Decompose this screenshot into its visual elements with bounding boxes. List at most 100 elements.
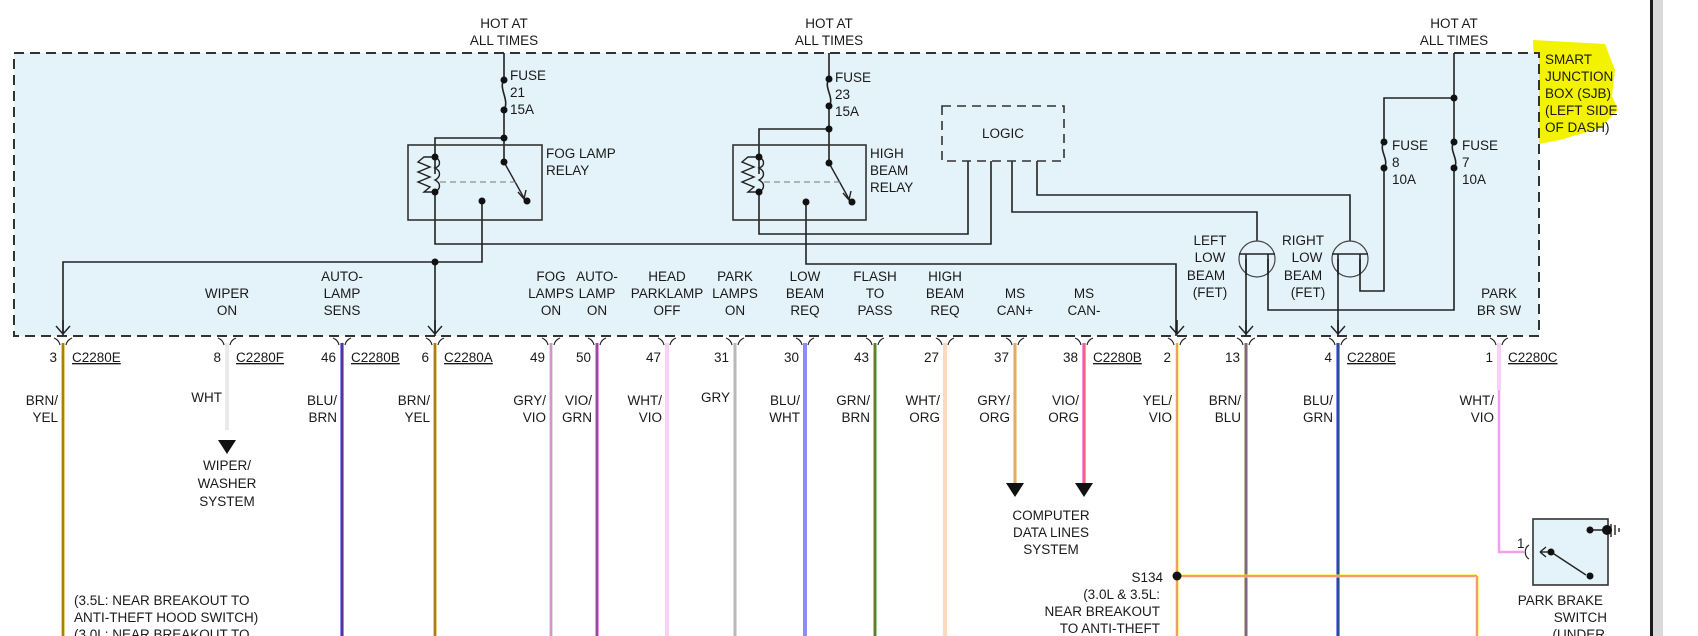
internal-wiring [62, 53, 1457, 336]
connector-terminal-icon [657, 337, 677, 346]
connector-terminal-icon [1328, 337, 1348, 346]
connector-id[interactable]: C2280E [1347, 350, 1396, 365]
wire-color-label: BRN/YEL [398, 393, 431, 425]
connector-terminal-icon [1005, 337, 1025, 346]
connector-terminal-icon [1236, 337, 1256, 346]
pin-number: 43 [854, 350, 869, 365]
connector-terminal-icon [1167, 337, 1187, 346]
pin-number: 37 [994, 350, 1009, 365]
right-low-beam-fet [1331, 240, 1369, 278]
pin-3: 3 C2280E BRN/YEL [26, 320, 121, 636]
wire-color-label: BRN/BLU [1209, 393, 1242, 425]
pin-number: 3 [49, 350, 57, 365]
pin-6: 6 C2280A BRN/YEL [398, 320, 493, 636]
pin-number: 6 [421, 350, 429, 365]
wire-color-label: GRY/VIO [513, 393, 546, 425]
wire-color-label: GRY [701, 390, 730, 405]
wire-color-label: BRN/YEL [26, 393, 59, 425]
pin-number: 50 [576, 350, 591, 365]
connector-terminal-icon [332, 337, 352, 346]
pin-number: 4 [1324, 350, 1332, 365]
connector-id[interactable]: C2280C [1508, 350, 1558, 365]
page-edge-divider [1650, 0, 1653, 636]
connector-terminal-icon [795, 337, 815, 346]
pin-number: 30 [784, 350, 799, 365]
arrow-icon [1330, 325, 1346, 336]
svg-text:S134: S134 [1131, 570, 1163, 585]
wire-color-label: BLU/BRN [307, 393, 337, 425]
sjb-label: SMART JUNCTION BOX (SJB) (LEFT SIDE OF D… [1545, 52, 1621, 135]
connector-id[interactable]: C2280A [444, 350, 493, 365]
connector-id[interactable]: C2280B [351, 350, 400, 365]
pin-number: 27 [924, 350, 939, 365]
pin-number: 2 [1163, 350, 1171, 365]
arrow-icon [55, 325, 71, 336]
junction-dots [431, 75, 1458, 266]
connector-id[interactable]: C2280E [72, 350, 121, 365]
connector-terminal-icon [425, 337, 445, 346]
wire-color-label: WHT/ORG [906, 393, 941, 425]
wire-color-label: WHT [191, 390, 222, 405]
arrow-icon [1169, 325, 1185, 336]
connector-id[interactable]: C2280F [236, 350, 284, 365]
connector-id[interactable]: C2280B [1093, 350, 1142, 365]
connector-terminal-icon [1074, 337, 1094, 346]
pin-number: 13 [1225, 350, 1240, 365]
svg-text:1: 1 [1517, 536, 1525, 551]
connector-terminal-icon [53, 337, 73, 346]
pin-number: 46 [321, 350, 336, 365]
connector-terminal-icon [935, 337, 955, 346]
wire-color-label: WHT/VIO [1460, 393, 1495, 425]
connector-terminal-icon [1489, 337, 1509, 346]
svg-text:LOGIC: LOGIC [982, 126, 1024, 141]
scroll-gutter[interactable] [1653, 0, 1663, 636]
pin-number: 1 [1485, 350, 1493, 365]
pin-number: 47 [646, 350, 661, 365]
pin-number: 31 [714, 350, 729, 365]
pin-number: 38 [1063, 350, 1078, 365]
connector-terminal-icon [865, 337, 885, 346]
connector-terminal-icon [541, 337, 561, 346]
pin-number: 8 [213, 350, 221, 365]
pin-number: 49 [530, 350, 545, 365]
wire-color-label: GRN/BRN [836, 393, 870, 425]
